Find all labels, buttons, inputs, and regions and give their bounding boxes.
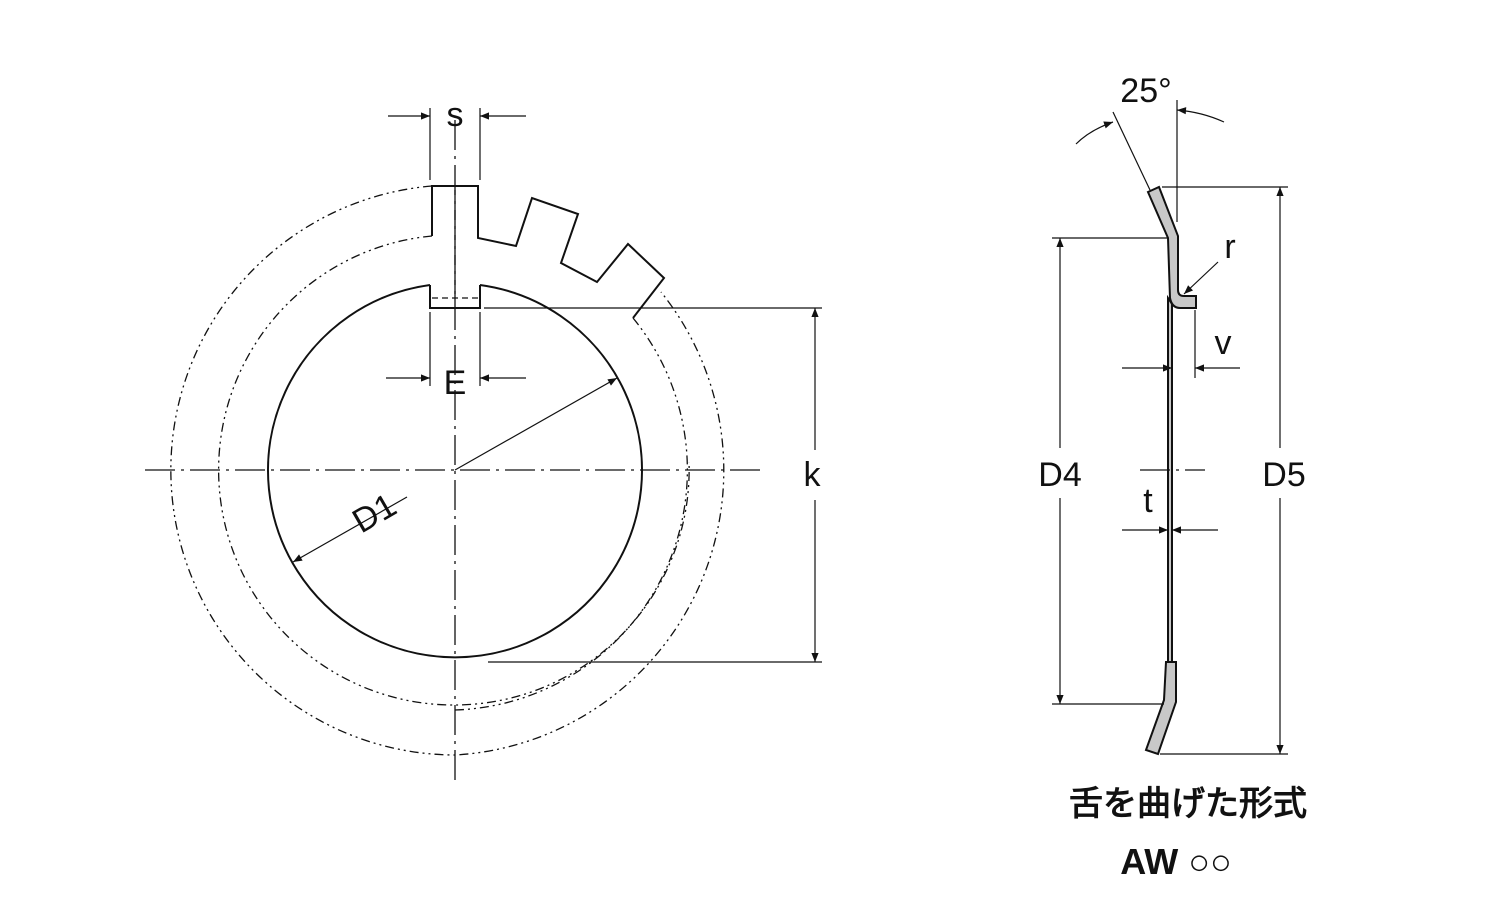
angle-ref-incline — [1112, 111, 1151, 191]
side-view: 25° r v t D4 D5 — [1038, 72, 1306, 756]
s-label: s — [447, 96, 464, 134]
outer-edge-right — [454, 317, 689, 711]
k-label: k — [804, 456, 822, 494]
washer-lower-flange — [1144, 661, 1177, 756]
inner-tongue — [429, 285, 481, 309]
t-label: t — [1143, 482, 1153, 520]
outer-teeth — [431, 185, 666, 319]
bore-circle — [267, 284, 643, 659]
angle-arc-left — [1075, 121, 1114, 145]
d5-label: D5 — [1262, 456, 1305, 494]
d4-label: D4 — [1038, 456, 1081, 494]
d1-dim-upper — [454, 377, 618, 471]
d1-dim-lower — [292, 496, 408, 563]
r-leader — [1183, 261, 1219, 295]
r-label: r — [1224, 228, 1235, 266]
front-view: s E D1 k — [145, 96, 822, 780]
caption-type: 舌を曲げた形式 — [1069, 784, 1307, 824]
outer-contour — [170, 185, 725, 756]
angle-arc-right — [1176, 107, 1225, 123]
tab-root-circle — [218, 235, 690, 706]
caption-model: AW ○○ — [1120, 841, 1231, 882]
v-label: v — [1215, 324, 1232, 362]
e-label: E — [444, 364, 467, 402]
angle-label: 25° — [1120, 72, 1171, 110]
d1-label: D1 — [346, 486, 403, 541]
